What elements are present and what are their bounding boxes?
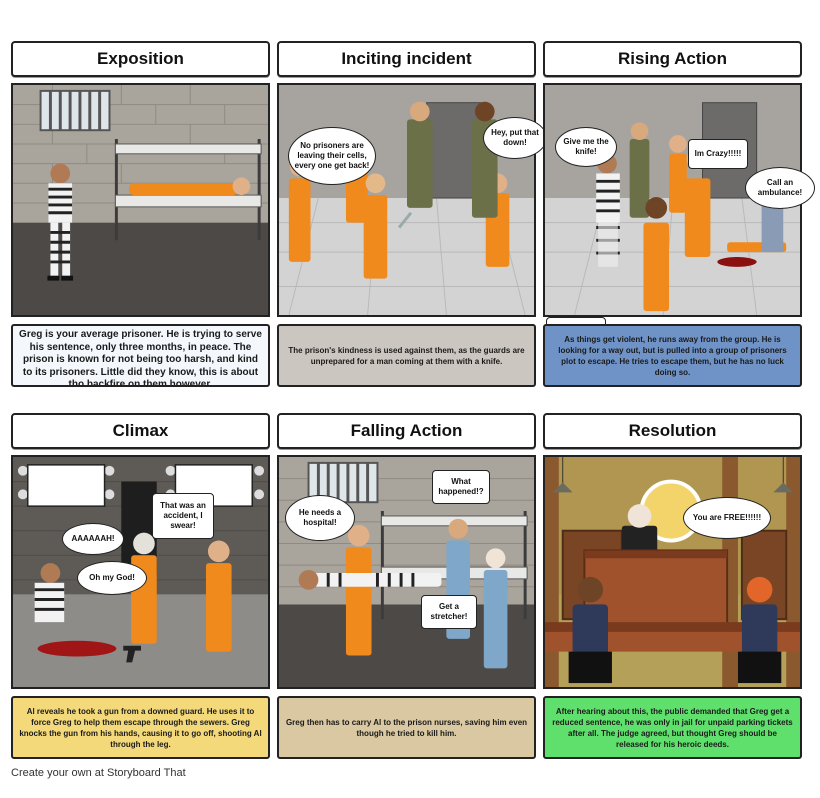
panel-caption: As things get violent, he runs away from…	[543, 324, 802, 387]
panel-title: Exposition	[11, 41, 270, 77]
speech-bubble: Im Crazy!!!!!	[688, 139, 748, 169]
scene-art	[279, 457, 534, 687]
scene-art	[279, 85, 534, 315]
speech-bubble: Call an ambulance!	[745, 167, 815, 209]
panel-title: Inciting incident	[277, 41, 536, 77]
scene-art	[545, 457, 800, 687]
speech-bubble: AAAAAAH!	[62, 523, 124, 555]
scene-falling-action	[277, 455, 536, 689]
panel-caption: After hearing about this, the public dem…	[543, 696, 802, 759]
panel-title: Falling Action	[277, 413, 536, 449]
speech-bubble: Get a stretcher!	[421, 595, 477, 629]
panel-title: Climax	[11, 413, 270, 449]
scene-inciting-incident	[277, 83, 536, 317]
panel-title: Rising Action	[543, 41, 802, 77]
footer-credit: Create your own at Storyboard That	[11, 767, 186, 779]
speech-bubble: Hey, put that down!	[483, 117, 547, 159]
speech-bubble: He needs a hospital!	[285, 495, 355, 541]
speech-bubble: Give me the knife!	[555, 127, 617, 167]
panel-title: Resolution	[543, 413, 802, 449]
scene-art	[13, 85, 268, 315]
panel-caption: The prison's kindness is used against th…	[277, 324, 536, 387]
panel-caption: Greg then has to carry Al to the prison …	[277, 696, 536, 759]
panel-caption: Greg is your average prisoner. He is try…	[11, 324, 270, 387]
speech-bubble: That was an accident, I swear!	[152, 493, 214, 539]
speech-bubble: What happened!?	[432, 470, 490, 504]
speech-bubble: Oh my God!	[77, 561, 147, 595]
speech-bubble: You are FREE!!!!!!	[683, 497, 771, 539]
speech-bubble: No prisoners are leaving their cells, ev…	[288, 127, 376, 185]
scene-exposition	[11, 83, 270, 317]
scene-resolution	[543, 455, 802, 689]
panel-caption: Al reveals he took a gun from a downed g…	[11, 696, 270, 759]
